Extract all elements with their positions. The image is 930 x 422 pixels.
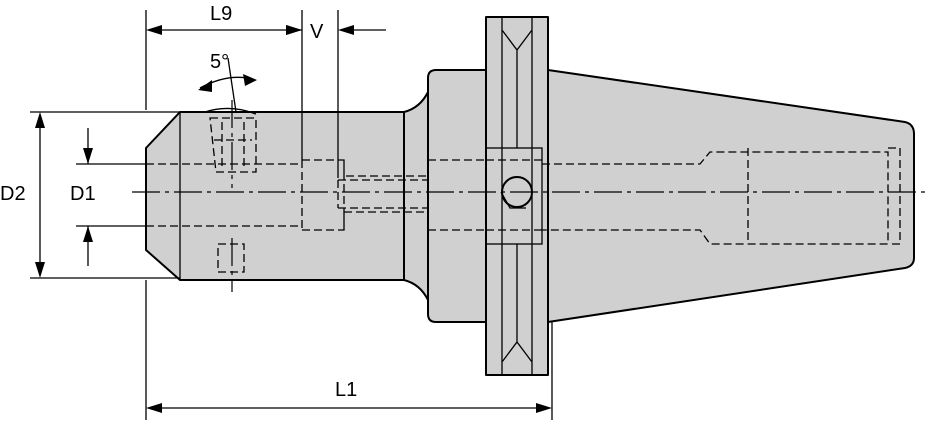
clamp-screw-lower (217, 243, 245, 273)
dimension-d1: D1 (70, 128, 146, 266)
dimension-l1: L1 (145, 280, 553, 420)
label-l9: L9 (210, 3, 232, 25)
taper-bore (542, 147, 901, 245)
taper-shank (547, 69, 915, 323)
dimension-angle: 5° (198, 51, 257, 113)
clamp-screw-top (204, 107, 257, 115)
label-d1: D1 (70, 183, 96, 205)
dimension-d2: D2 (0, 111, 180, 279)
backup-screw-cavity (302, 159, 428, 231)
flange (427, 69, 487, 323)
clamp-screw-upper (209, 117, 257, 173)
label-v: V (310, 21, 324, 43)
backup-screw (337, 179, 428, 209)
hidden-features (146, 107, 901, 273)
front-body (145, 111, 405, 281)
centerlines (132, 100, 930, 292)
drive-slot (485, 147, 543, 245)
label-d2: D2 (0, 183, 26, 205)
bore (146, 160, 303, 230)
label-angle: 5° (210, 51, 229, 73)
dimension-v: V (286, 10, 386, 178)
flange-bore (427, 159, 486, 231)
drive-slot-hidden (486, 159, 542, 231)
label-l1: L1 (335, 379, 357, 401)
neck (403, 91, 429, 301)
cross-hole-cone (500, 191, 526, 209)
